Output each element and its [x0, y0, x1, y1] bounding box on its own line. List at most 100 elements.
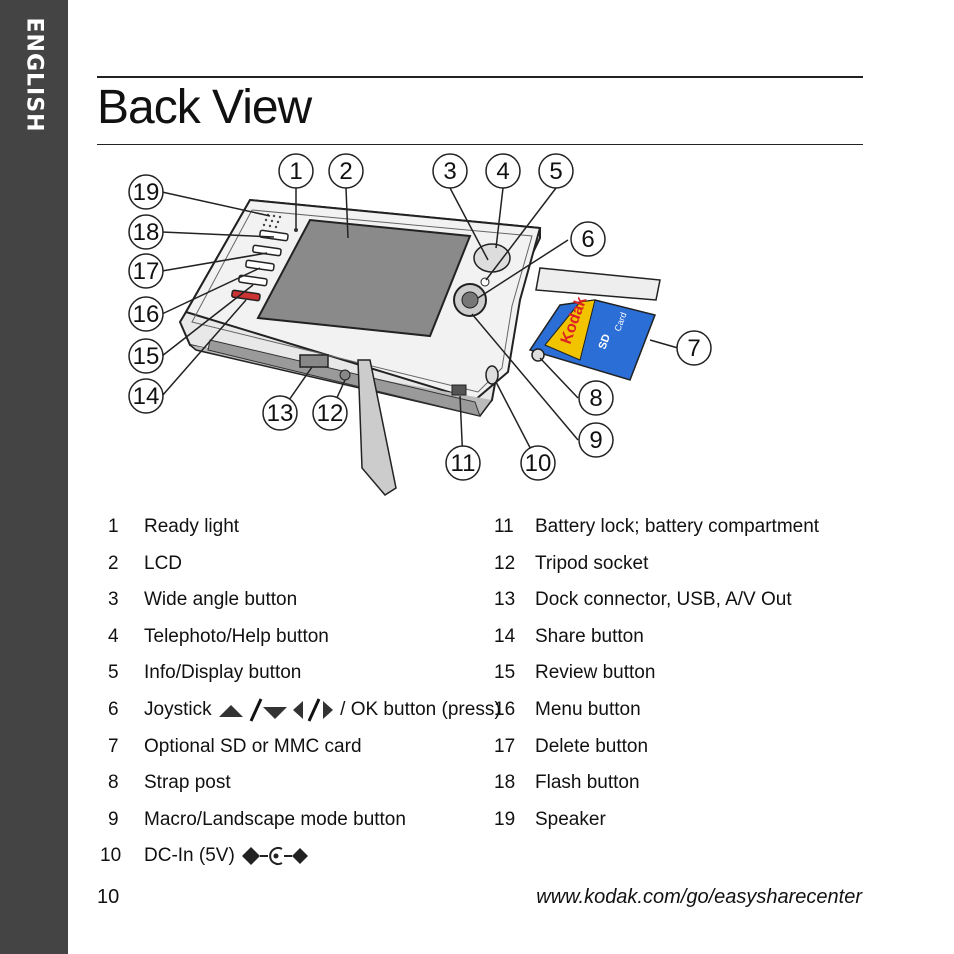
callout-number: 9	[589, 427, 602, 454]
item-label: LCD	[144, 552, 183, 574]
item-label: Flash button	[535, 772, 640, 794]
callout-number: 1	[289, 158, 302, 185]
item-label: Strap post	[144, 772, 231, 794]
item-label: Optional SD or MMC card	[144, 735, 362, 757]
item-number: 17	[494, 735, 516, 757]
legend-item: 10 DC-In (5V)	[100, 841, 488, 878]
leader-lines	[161, 187, 679, 464]
callout-circle	[578, 380, 614, 416]
item-number: 9	[108, 808, 119, 830]
joystick-direction-icon	[218, 698, 333, 722]
title-bottom-rule	[97, 144, 863, 145]
legend-item: 7 Optional SD or MMC card	[108, 732, 488, 769]
card-slot-door	[535, 267, 661, 301]
item-number: 14	[494, 625, 516, 647]
camera-back-view-figure: Kodak SD Card	[100, 150, 860, 500]
callout-circle	[485, 153, 521, 189]
legend-item: 17 Delete button	[494, 732, 864, 769]
lcd-screen	[256, 218, 472, 338]
item-number: 12	[494, 552, 516, 574]
callout-circle	[520, 445, 556, 481]
item-number: 10	[100, 845, 122, 867]
legend-item: 11 Battery lock; battery compartment	[494, 512, 864, 549]
item-number: 11	[494, 516, 514, 537]
callout-number: 2	[339, 158, 352, 185]
info-display-button	[480, 277, 490, 287]
callout-number: 17	[133, 258, 160, 285]
callout-circle	[128, 174, 164, 210]
legend-item: 13 Dock connector, USB, A/V Out	[494, 585, 864, 622]
legend-item: 14 Share button	[494, 622, 864, 659]
language-side-tab: ENGLISH	[0, 0, 68, 954]
callout-circle	[676, 330, 712, 366]
callout-circle	[128, 296, 164, 332]
item-label: Review button	[535, 662, 656, 684]
item-number: 4	[108, 625, 119, 647]
callout-number: 13	[267, 400, 294, 427]
legend-item: 1 Ready light	[108, 512, 488, 549]
callout-circle	[128, 338, 164, 374]
legend-item: 4 Telephoto/Help button	[108, 622, 488, 659]
item-label: Battery lock; battery compartment	[535, 516, 820, 537]
callout-number: 19	[133, 179, 160, 206]
callout-circle	[278, 153, 314, 189]
footer-url-link[interactable]: www.kodak.com/go/easysharecenter	[536, 886, 862, 908]
callout-number: 5	[549, 158, 562, 185]
joystick-label: Joystick	[144, 698, 212, 720]
item-label: Delete button	[535, 735, 649, 757]
item-label: DC-In (5V)	[144, 841, 310, 871]
dc-polarity-icon	[242, 847, 309, 866]
page-number: 10	[97, 886, 120, 908]
legend-right-column: 11 Battery lock; battery compartment 12 Tr…	[494, 512, 864, 841]
item-label: Macro/Landscape mode button	[144, 808, 406, 830]
callout-number: 16	[133, 301, 160, 328]
item-label: Speaker	[535, 808, 606, 830]
item-number: 8	[108, 772, 119, 794]
title-top-rule	[97, 76, 863, 78]
callout-number: 12	[317, 400, 344, 427]
callout-number: 7	[687, 335, 700, 362]
item-number: 3	[108, 589, 119, 611]
callout-circle	[262, 395, 298, 431]
callout-number: 8	[589, 385, 602, 412]
item-number: 13	[494, 589, 516, 611]
callout-number: 10	[525, 450, 552, 477]
item-number: 19	[494, 808, 516, 830]
callout-number: 4	[496, 158, 509, 185]
battery-lock	[451, 384, 467, 396]
item-number: 16	[494, 698, 516, 720]
camera-illustration: Kodak SD Card	[161, 187, 679, 496]
item-label: Tripod socket	[535, 552, 649, 574]
callout-circle	[445, 445, 481, 481]
item-label: Info/Display button	[144, 662, 302, 684]
item-label: Share button	[535, 625, 644, 647]
callout-number: 14	[133, 383, 160, 410]
legend-item: 19 Speaker	[494, 805, 864, 842]
legend-item: 8 Strap post	[108, 768, 488, 805]
item-label: Dock connector, USB, A/V Out	[535, 589, 792, 611]
item-number: 6	[108, 698, 119, 720]
item-number: 1	[108, 516, 119, 537]
item-label: Joystick / OK button (press)	[144, 695, 501, 725]
item-label: Menu button	[535, 698, 641, 720]
ready-light	[294, 228, 298, 232]
item-number: 15	[494, 662, 516, 684]
callout-number: 6	[581, 226, 594, 253]
callout-circle	[128, 253, 164, 289]
legend-item: 15 Review button	[494, 658, 864, 695]
legend-item: 9 Macro/Landscape mode button	[108, 805, 488, 842]
page-title: Back View	[97, 81, 312, 134]
item-label: Wide angle button	[144, 589, 298, 611]
callout-circle	[128, 378, 164, 414]
dc-in-label: DC-In (5V)	[144, 845, 235, 867]
item-label: Telephoto/Help button	[144, 625, 329, 647]
item-label: Ready light	[144, 516, 240, 537]
callout-number: 18	[133, 219, 160, 246]
item-number: 7	[108, 735, 119, 757]
callout-number: 3	[443, 158, 456, 185]
callout-circle	[312, 395, 348, 431]
